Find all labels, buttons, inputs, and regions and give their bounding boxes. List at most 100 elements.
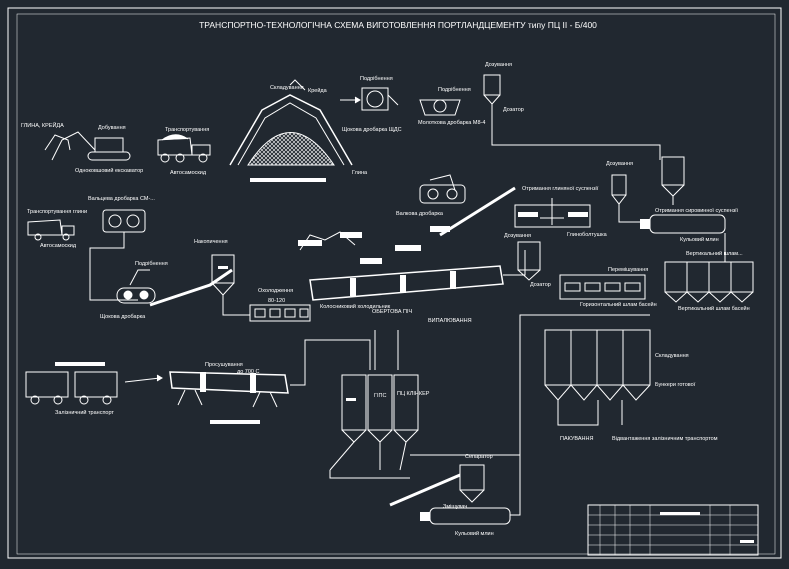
- bunker-dividers: [570, 330, 624, 385]
- cement-mill-label: Кульовий млин: [455, 530, 494, 537]
- belt-conveyor: [439, 186, 516, 237]
- separator-body: [459, 464, 485, 491]
- basin-cell: [604, 282, 621, 292]
- flow-line: [329, 441, 407, 471]
- wagon-wheel-icon: [30, 395, 40, 405]
- kiln-gas-mark: [395, 245, 421, 251]
- roll-crusher-cm-label: Вальцева дробарка СМ-...: [88, 196, 155, 202]
- rail-label-bar: [55, 362, 105, 366]
- dome-frame: [229, 94, 353, 166]
- flow-line: [503, 250, 526, 276]
- grate-cooler-label: Колосниковий холодильник: [320, 303, 391, 310]
- chalk-pile: [247, 132, 335, 166]
- kiln-group: Охолодження 80-120 Колосниковий холодиль…: [249, 226, 526, 324]
- cement-conveyor: [389, 473, 461, 507]
- title-block-frame: [587, 504, 759, 556]
- vert-note-label: Вертикальний шлам...: [686, 250, 743, 257]
- dump-truck2-label: Автосамоскид: [40, 243, 77, 249]
- dump-truck-group: Транспортування Автосамоскид: [157, 127, 211, 176]
- dispenser2-group: Дозатор: [517, 241, 551, 288]
- jaw-crusher2-body: [116, 287, 156, 304]
- dispenser3-hopper: [611, 174, 627, 196]
- kiln-tyre: [450, 271, 456, 289]
- excavator-group: ГЛИНА, КРЕЙДА Добування Одноковшовий екс…: [21, 121, 143, 174]
- accumulation-cone: [211, 282, 235, 296]
- silo-2: [367, 374, 393, 431]
- flow-line: [510, 455, 521, 516]
- vert-basins-group: Вертикальний шлам... Вертикальний шлам б…: [664, 233, 754, 312]
- accumulation-label: Накопичення: [194, 239, 228, 245]
- flow-line: [618, 204, 640, 223]
- clay-mixer-group: Дозування Глиноболтушка: [504, 198, 608, 239]
- crushing3-label: Подрібнення: [135, 261, 168, 267]
- firing-label: ВИПАЛЮВАННЯ: [428, 318, 472, 324]
- crushing1-label: Подрібнення: [360, 76, 393, 82]
- silo-3: [393, 374, 419, 431]
- hopper-mark: [218, 266, 228, 269]
- crusher-wheel-icon: [139, 290, 149, 300]
- arrow-head-icon: [354, 96, 361, 104]
- arrow-head-icon: [156, 374, 163, 382]
- dosing3-label: Дозування: [606, 161, 633, 167]
- cooler-cell: [254, 308, 266, 318]
- crusher-chute-icon: [387, 94, 399, 106]
- roll-chute-icon: [429, 174, 456, 191]
- dispenser2-hopper: [517, 241, 541, 271]
- dome-base: [250, 178, 326, 182]
- roll-wheel-icon: [446, 188, 458, 200]
- roll-wheel-icon: [108, 214, 122, 228]
- excavator-label: Одноковшовий екскаватор: [75, 167, 143, 174]
- jaw-chute-icon: [129, 269, 150, 286]
- storage-dome: Складування Крейда: [229, 79, 353, 182]
- roll-crusher-label: Валкова дробарка: [396, 211, 444, 217]
- truck-wheel-icon: [198, 153, 208, 163]
- storage2-label: Складування: [655, 353, 689, 359]
- jaw-crusher-label: Щокова дробарка ЩДС: [342, 127, 402, 133]
- dome-arrow-icon: [289, 79, 306, 91]
- cement-mill-gear: [420, 512, 430, 521]
- finished-bunkers-group: Складування Бункери готової ПАКУВАННЯ Ві…: [544, 329, 718, 442]
- silo-1: [341, 374, 367, 431]
- basin-cell: [564, 282, 581, 292]
- rail-transport-label: Залізничний транспорт: [55, 409, 114, 416]
- hammer-rotor-icon: [433, 99, 447, 113]
- dispenser4-hopper: [661, 156, 685, 186]
- mining-label: Добування: [98, 125, 126, 131]
- chalk-label: Крейда: [308, 87, 328, 94]
- dryer-supports: [177, 389, 278, 408]
- excavator-body-icon: [94, 137, 124, 153]
- flow-line: [290, 339, 371, 386]
- belt-conveyor2: [149, 268, 233, 307]
- excavator-boom-icon: [51, 131, 96, 161]
- cement-mill-drum: [429, 507, 511, 525]
- grate-cooler: [249, 304, 311, 322]
- roll-wheel-icon: [427, 188, 439, 200]
- shipping-label: Відвантаження залізничним транспортом: [612, 436, 718, 442]
- dispenser4-cone: [661, 184, 685, 197]
- silo-cones: [341, 429, 419, 443]
- kiln-gas-mark: [430, 226, 450, 232]
- silos-group: ГІПС ПЦ КЛІНКЕР: [329, 330, 430, 471]
- hammer-crusher-group: Подрібнення Молоткова дробарка М8-4: [418, 87, 485, 126]
- truck-cab-icon: [191, 144, 211, 156]
- wagon-wheel-icon: [102, 395, 112, 405]
- dosing1-label: Дозування: [485, 62, 512, 68]
- vert-basin-dividers: [686, 262, 732, 292]
- cement-pump-label: Змішувач: [443, 504, 467, 510]
- roll-crusher-group: Валкова дробарка: [396, 174, 466, 217]
- wagon-wheel-icon: [53, 395, 63, 405]
- dispenser2-label: Дозатор: [530, 282, 551, 288]
- truck-wheel-icon: [62, 233, 70, 241]
- cooler-cell: [284, 308, 296, 318]
- truck-wheel-icon: [175, 153, 185, 163]
- jaw-crusher2-label: Щокова дробарка: [100, 314, 146, 320]
- separator-label: Сепаратор: [465, 454, 493, 460]
- title-block: [587, 504, 759, 556]
- dispenser2-cone: [517, 269, 541, 281]
- title-block-cols: [599, 505, 731, 555]
- slurry-opt-label: Отримання глиняної суспензії: [522, 186, 599, 192]
- basin-cell: [584, 282, 601, 292]
- ball-mill1-label: Кульовий млин: [680, 236, 719, 243]
- kiln-gas-mark: [340, 232, 362, 238]
- rail-wagon: [74, 371, 118, 398]
